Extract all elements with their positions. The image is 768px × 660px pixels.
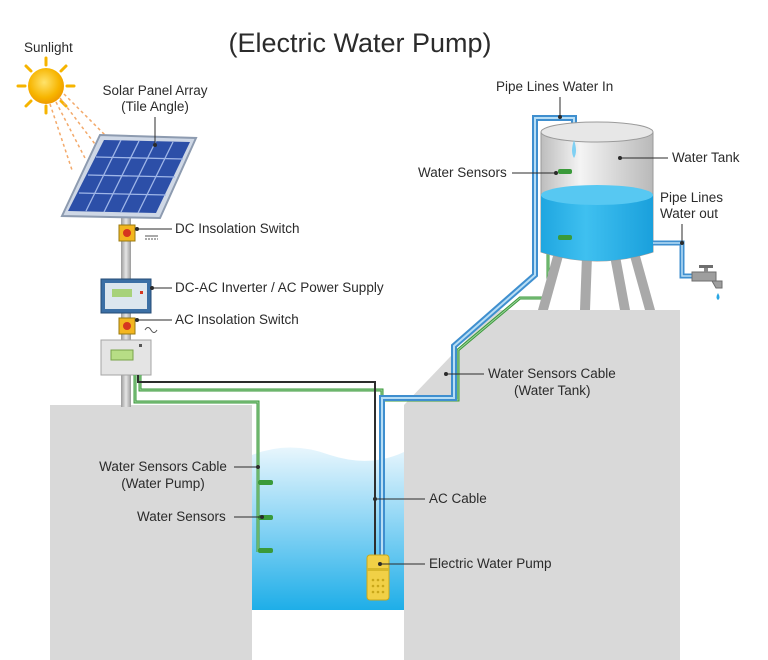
solar-panel-sublabel: (Tile Angle) — [121, 99, 189, 114]
tank-sensor-bottom — [558, 235, 572, 240]
pump-sensor-1 — [258, 480, 273, 485]
water-tank — [540, 121, 654, 262]
electric-pump — [366, 554, 390, 601]
ac-switch-icon — [118, 317, 158, 335]
water-out-pipe — [653, 240, 698, 279]
tank-cable-sublabel: (Water Tank) — [514, 383, 591, 398]
pump-cable-label: Water Sensors Cable — [99, 459, 227, 474]
inverter-label: DC-AC Inverter / AC Power Supply — [175, 280, 384, 295]
dc-switch-label: DC Insolation Switch — [175, 221, 300, 236]
pump-label: Electric Water Pump — [429, 556, 552, 571]
well-water — [252, 447, 404, 610]
pipe-out-label: Pipe Lines — [660, 190, 723, 205]
ac-cable-label: AC Cable — [429, 491, 487, 506]
pump-sensors-label: Water Sensors — [137, 509, 226, 524]
ac-cable — [137, 375, 376, 558]
faucet-icon — [691, 265, 723, 300]
sun-rays — [49, 93, 109, 171]
pipe-out-sublabel: Water out — [660, 206, 718, 221]
tank-sensors-label: Water Sensors — [418, 165, 507, 180]
ac-switch-label: AC Insolation Switch — [175, 312, 299, 327]
pump-cable-sublabel: (Water Pump) — [121, 476, 205, 491]
solar-panel-array — [60, 133, 198, 220]
tank-sensor-top — [558, 169, 572, 174]
tank-stand — [538, 256, 655, 310]
inverter-box — [100, 278, 152, 314]
controller-box — [100, 339, 152, 376]
water-tank-label: Water Tank — [672, 150, 740, 165]
diagram-title: (Electric Water Pump) — [228, 28, 491, 58]
pump-sensor-3 — [258, 548, 273, 553]
ground-left — [50, 405, 252, 660]
solar-panel-label: Solar Panel Array — [102, 83, 207, 98]
pipe-in-label: Pipe Lines Water In — [496, 79, 613, 94]
dc-switch-icon — [118, 224, 158, 242]
tank-cable-label: Water Sensors Cable — [488, 366, 616, 381]
sunlight-label: Sunlight — [24, 40, 73, 55]
